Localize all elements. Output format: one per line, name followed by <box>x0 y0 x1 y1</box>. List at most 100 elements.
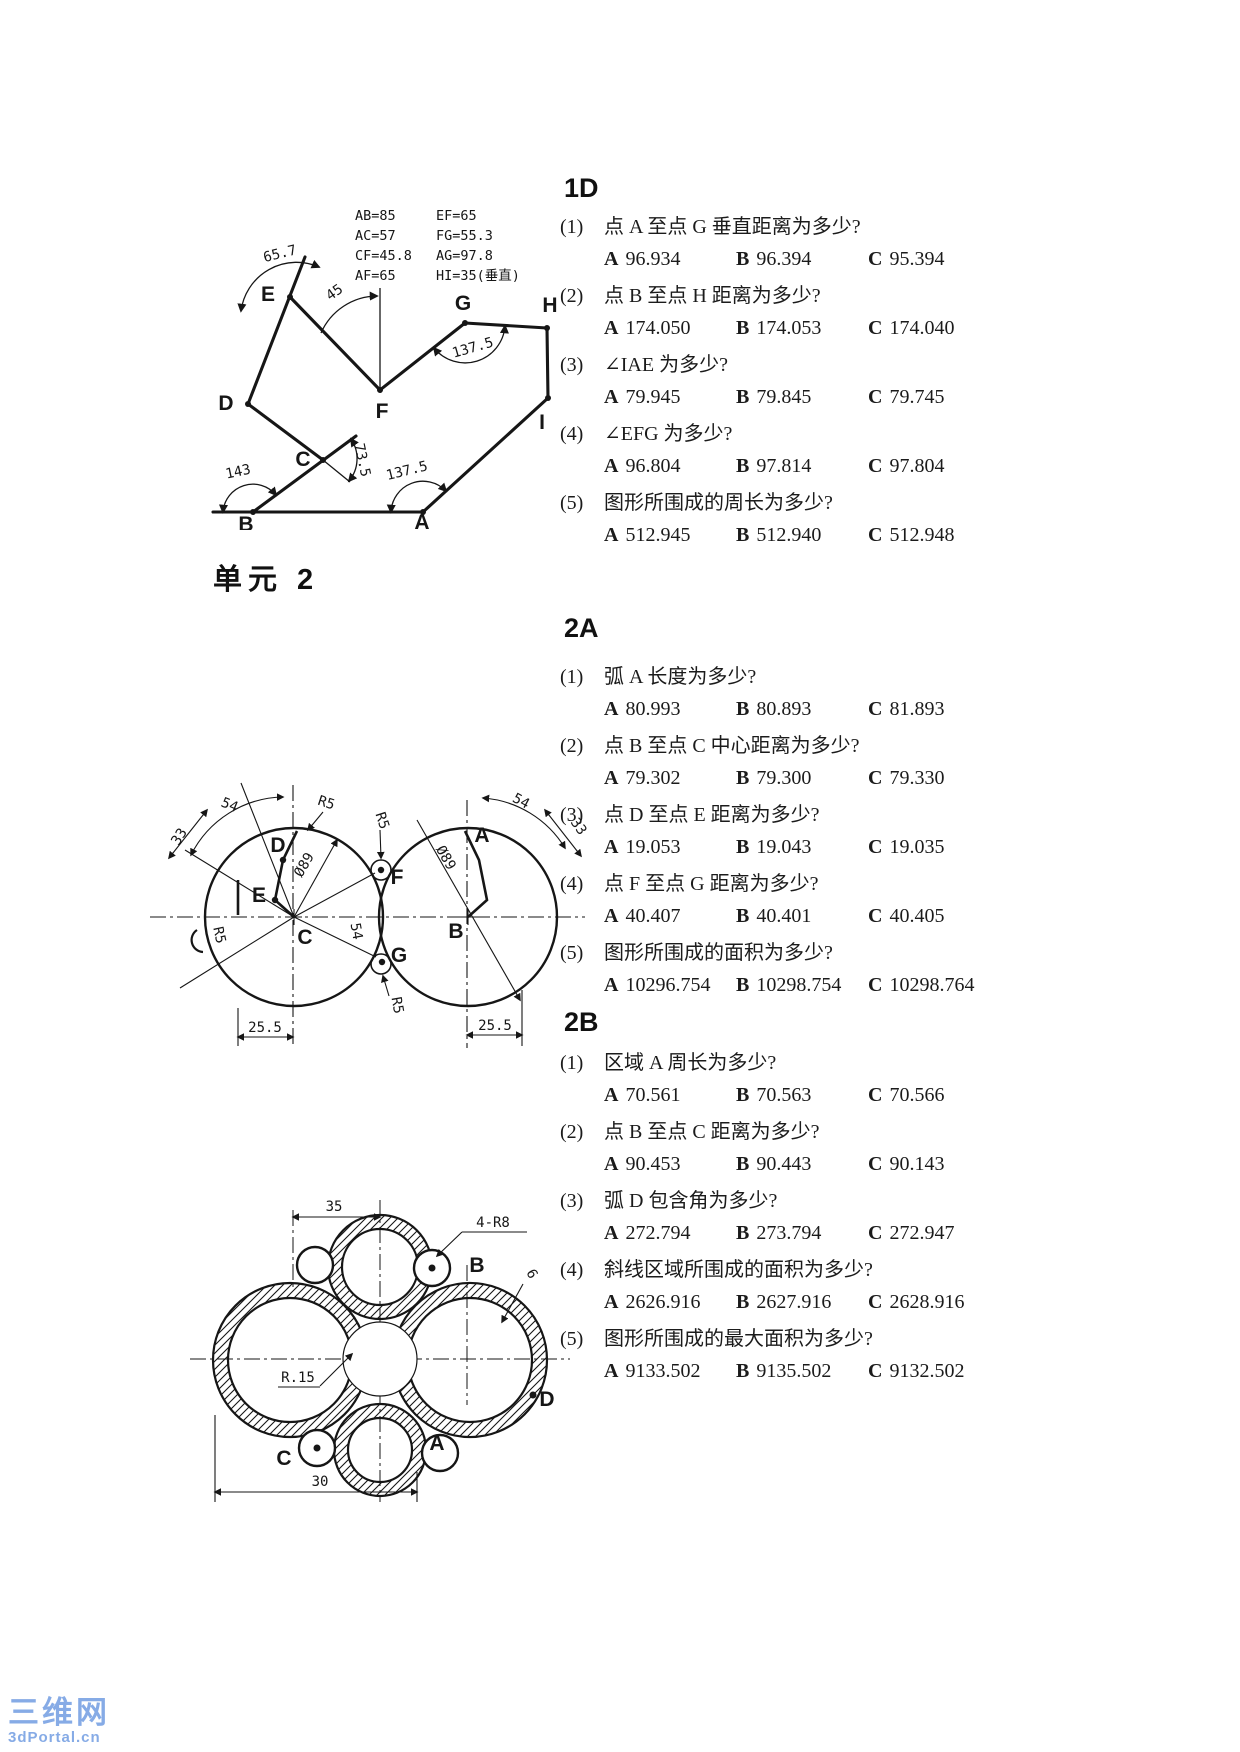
option-value: 10298.754 <box>756 974 842 996</box>
option-letter: B <box>736 1360 750 1382</box>
question-prompt: 弧 A 长度为多少? <box>604 666 757 688</box>
question-prompt: 图形所围成的最大面积为多少? <box>604 1328 873 1350</box>
option-value: 90.143 <box>889 1153 945 1175</box>
dim-arc54-left: 54 <box>219 795 241 816</box>
site-logo-url: 3dPortal.cn <box>8 1729 101 1746</box>
question-prompt: 点 B 至点 C 中心距离为多少? <box>604 735 860 757</box>
option-value: 9132.502 <box>889 1360 965 1382</box>
question-number: (2) <box>560 735 584 757</box>
point-label-f: F <box>376 400 389 423</box>
option-value: 79.945 <box>625 386 681 408</box>
answer-option: B 19.043 <box>736 834 868 860</box>
option-letter: A <box>604 1153 619 1175</box>
option-letter: C <box>868 1084 883 1106</box>
option-value: 79.845 <box>756 386 812 408</box>
point-label-f: F <box>391 866 404 889</box>
site-logo-text: 三维网 <box>8 1695 110 1730</box>
question-prompt: 斜线区域所围成的面积为多少? <box>604 1259 873 1281</box>
dim-255-left: 25.5 <box>248 1020 282 1036</box>
option-letter: A <box>604 524 619 546</box>
figure-2a-centerlines <box>150 785 585 1048</box>
question-prompt: 点 B 至点 C 距离为多少? <box>604 1121 820 1143</box>
point-label-a: A <box>429 1432 444 1455</box>
option-value: 97.804 <box>889 455 945 477</box>
option-value: 81.893 <box>889 698 945 720</box>
option-letter: B <box>736 836 750 858</box>
point-label-e: E <box>261 283 275 306</box>
dim-angle-c: 73.5 <box>351 442 374 478</box>
dim-r5-g: R5 <box>388 996 407 1015</box>
option-letter: B <box>736 1084 750 1106</box>
figure-2a-dots <box>271 856 386 966</box>
dim-4r8: 4-R8 <box>476 1215 510 1231</box>
dim-r15: R.15 <box>281 1370 315 1386</box>
option-letter: B <box>736 455 750 477</box>
option-letter: B <box>736 317 750 339</box>
question-number: (5) <box>560 1328 584 1350</box>
point-label-a: A <box>414 511 429 530</box>
option-letter: A <box>604 317 619 339</box>
answer-option: B 70.563 <box>736 1082 868 1108</box>
option-letter: C <box>868 317 883 339</box>
option-value: 97.814 <box>756 455 812 477</box>
note-cf: CF=45.8 <box>355 248 412 264</box>
option-letter: B <box>736 974 750 996</box>
question-number: (4) <box>560 873 584 895</box>
unit-2-heading: 单元 2 <box>213 564 320 596</box>
option-value: 40.401 <box>756 905 812 927</box>
dim-dia-right: Ø89 <box>432 843 459 873</box>
question-prompt: 点 D 至点 E 距离为多少? <box>604 804 820 826</box>
option-value: 70.563 <box>756 1084 812 1106</box>
option-letter: B <box>736 386 750 408</box>
option-value: 272.947 <box>889 1222 955 1244</box>
question-number: (1) <box>560 666 584 688</box>
option-value: 512.945 <box>625 524 691 546</box>
option-value: 70.566 <box>889 1084 945 1106</box>
option-letter: B <box>736 1291 750 1313</box>
question-number: (4) <box>560 423 584 445</box>
option-value: 174.040 <box>889 317 955 339</box>
option-value: 95.394 <box>889 248 945 270</box>
dim-6: 6 <box>522 1267 540 1282</box>
note-ag: AG=97.8 <box>436 248 493 264</box>
option-value: 19.035 <box>889 836 945 858</box>
option-value: 40.407 <box>625 905 681 927</box>
dim-angle54-c: 54 <box>347 922 366 941</box>
option-value: 90.443 <box>756 1153 812 1175</box>
dim-r5-f: R5 <box>372 810 392 831</box>
option-value: 19.043 <box>756 836 812 858</box>
option-value: 79.745 <box>889 386 945 408</box>
question-number: (3) <box>560 804 584 826</box>
option-letter: B <box>736 1222 750 1244</box>
